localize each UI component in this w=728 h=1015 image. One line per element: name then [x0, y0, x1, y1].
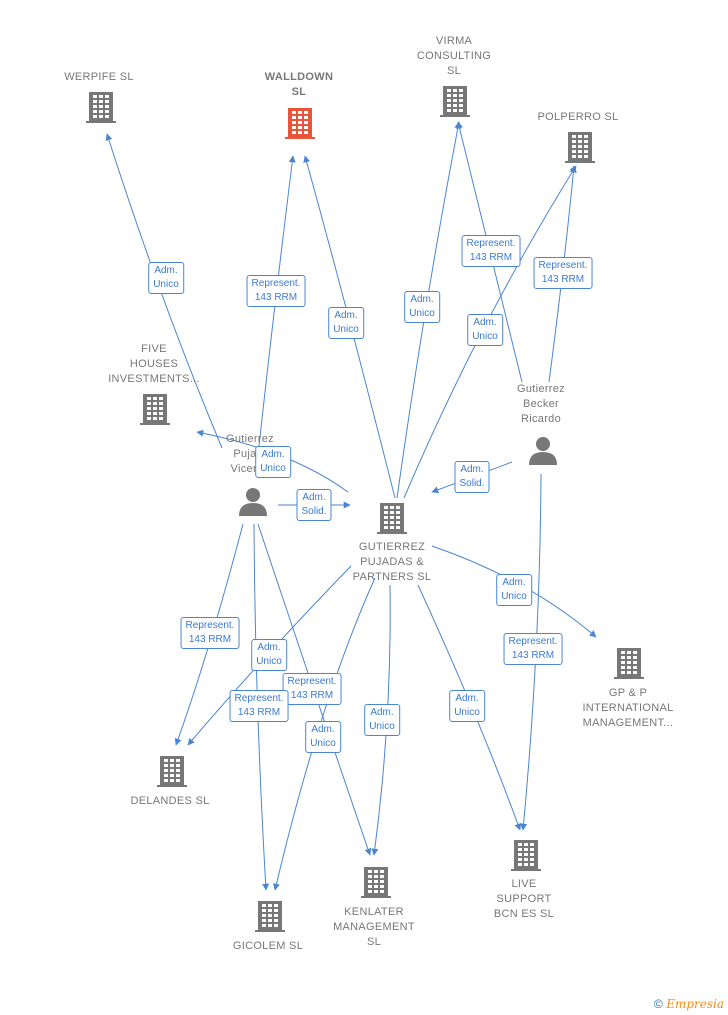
node-gutierrez-becker[interactable]: Gutierrez Becker Ricardo [517, 382, 565, 427]
building-icon-kenlater[interactable] [361, 867, 391, 898]
footer-credit: © Empresia [654, 997, 724, 1011]
building-icon-live-support[interactable] [511, 840, 541, 871]
edge-label-adm-unico[interactable]: Adm. Unico [255, 446, 291, 478]
building-icon-gp-p[interactable] [614, 648, 644, 679]
building-icon-delandes[interactable] [157, 756, 187, 787]
edge-label-represent[interactable]: Represent. 143 RRM [180, 617, 240, 649]
building-icon-gutierrez-pujadas-partners[interactable] [377, 503, 407, 534]
edge-label-represent[interactable]: Represent. 143 RRM [461, 235, 521, 267]
edge-label-adm-solid[interactable]: Adm. Solid. [454, 461, 490, 493]
relationship-edge [273, 577, 376, 891]
edge-label-represent[interactable]: Represent. 143 RRM [533, 257, 593, 289]
company-name-polperro: POLPERRO SL [537, 111, 619, 123]
edge-label-adm-unico[interactable]: Adm. Unico [467, 314, 503, 346]
edge-label-adm-solid[interactable]: Adm. Solid. [296, 489, 332, 521]
edge-label-adm-unico[interactable]: Adm. Unico [496, 574, 532, 606]
building-icon-five-houses[interactable] [140, 394, 170, 425]
building-icon-polperro[interactable] [565, 132, 595, 163]
node-virma[interactable]: VIRMA CONSULTING SL [417, 34, 491, 79]
company-name-five-houses: FIVE HOUSES INVESTMENTS... [108, 343, 200, 385]
node-walldown[interactable]: WALLDOWN SL [265, 70, 333, 100]
edge-label-adm-unico[interactable]: Adm. Unico [251, 639, 287, 671]
edge-label-adm-unico[interactable]: Adm. Unico [404, 291, 440, 323]
company-name-live-support: LIVE SUPPORT BCN ES SL [493, 878, 555, 920]
company-name-gutierrez-pujadas-partners: GUTIERREZ PUJADAS & PARTNERS SL [352, 541, 432, 583]
node-gicolem[interactable]: GICOLEM SL [233, 939, 303, 954]
edge-label-adm-unico[interactable]: Adm. Unico [305, 721, 341, 753]
edge-label-adm-unico[interactable]: Adm. Unico [364, 704, 400, 736]
company-name-gp-p: GP & P INTERNATIONAL MANAGEMENT... [582, 687, 674, 729]
relationship-edge [105, 133, 223, 449]
company-name-werpife: WERPIFE SL [64, 71, 134, 83]
edge-label-adm-unico[interactable]: Adm. Unico [148, 262, 184, 294]
person-icon-gutierrez-pujadas[interactable] [239, 488, 267, 516]
edge-label-represent[interactable]: Represent. 143 RRM [282, 673, 342, 705]
edge-label-represent[interactable]: Represent. 143 RRM [229, 690, 289, 722]
company-name-delandes: DELANDES SL [130, 795, 210, 807]
edge-label-represent[interactable]: Represent. 143 RRM [246, 275, 306, 307]
node-live-support[interactable]: LIVE SUPPORT BCN ES SL [494, 877, 554, 922]
node-polperro[interactable]: POLPERRO SL [538, 110, 619, 125]
company-name-kenlater: KENLATER MANAGEMENT SL [333, 906, 415, 948]
brand-logo: Empresia [666, 997, 724, 1011]
company-name-gicolem: GICOLEM SL [232, 940, 304, 952]
company-name-virma: VIRMA CONSULTING SL [416, 35, 492, 77]
copyright-symbol: © [654, 997, 663, 1011]
edge-label-represent[interactable]: Represent. 143 RRM [503, 633, 563, 665]
node-kenlater[interactable]: KENLATER MANAGEMENT SL [333, 905, 415, 950]
node-gp-p[interactable]: GP & P INTERNATIONAL MANAGEMENT... [582, 686, 673, 731]
node-five-houses[interactable]: FIVE HOUSES INVESTMENTS... [108, 342, 200, 387]
node-delandes[interactable]: DELANDES SL [130, 794, 209, 809]
node-gutierrez-pujadas-partners[interactable]: GUTIERREZ PUJADAS & PARTNERS SL [353, 540, 432, 585]
building-icon-virma[interactable] [440, 86, 470, 117]
company-name-walldown: WALLDOWN SL [264, 71, 334, 98]
node-werpife[interactable]: WERPIFE SL [64, 70, 134, 85]
edge-label-adm-unico[interactable]: Adm. Unico [449, 690, 485, 722]
building-icon-gicolem[interactable] [255, 901, 285, 932]
building-icon-werpife[interactable] [86, 92, 116, 123]
edge-label-adm-unico[interactable]: Adm. Unico [328, 307, 364, 339]
building-icon-walldown[interactable] [285, 108, 315, 139]
person-name-gutierrez-becker: Gutierrez Becker Ricardo [517, 383, 565, 425]
person-icon-gutierrez-becker[interactable] [529, 437, 557, 465]
icon-group [86, 86, 644, 932]
